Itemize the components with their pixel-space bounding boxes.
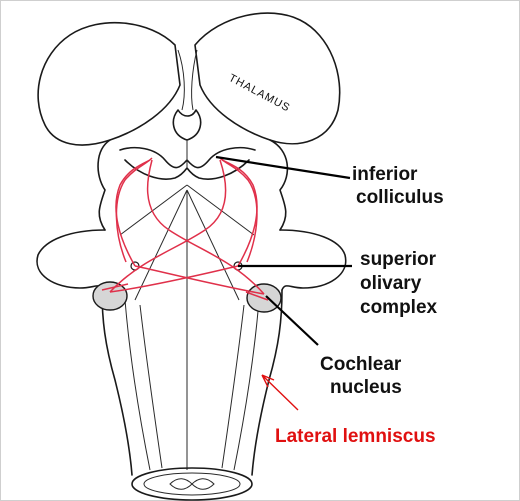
label-inferior-colliculus-1: inferior [352, 164, 418, 185]
label-inferior-colliculus-2: colliculus [356, 187, 444, 208]
label-cochlear-nucleus-1: Cochlear [320, 354, 402, 375]
cochlear-nucleus-left [93, 282, 127, 310]
thalamus-label: THALAMUS [227, 72, 293, 114]
spinal-cord-section [132, 468, 252, 500]
label-superior-olivary-3: complex [360, 297, 438, 318]
thalamus: THALAMUS [38, 13, 340, 145]
leader-cochlear-nucleus [266, 296, 318, 345]
arrow-lateral-lemniscus [262, 375, 298, 410]
auditory-tracts [102, 158, 268, 300]
label-cochlear-nucleus-2: nucleus [330, 377, 402, 398]
label-lateral-lemniscus: Lateral lemniscus [275, 426, 436, 447]
label-superior-olivary-1: superior [360, 249, 437, 270]
label-superior-olivary-2: olivary [360, 273, 422, 294]
midbrain [98, 140, 287, 230]
